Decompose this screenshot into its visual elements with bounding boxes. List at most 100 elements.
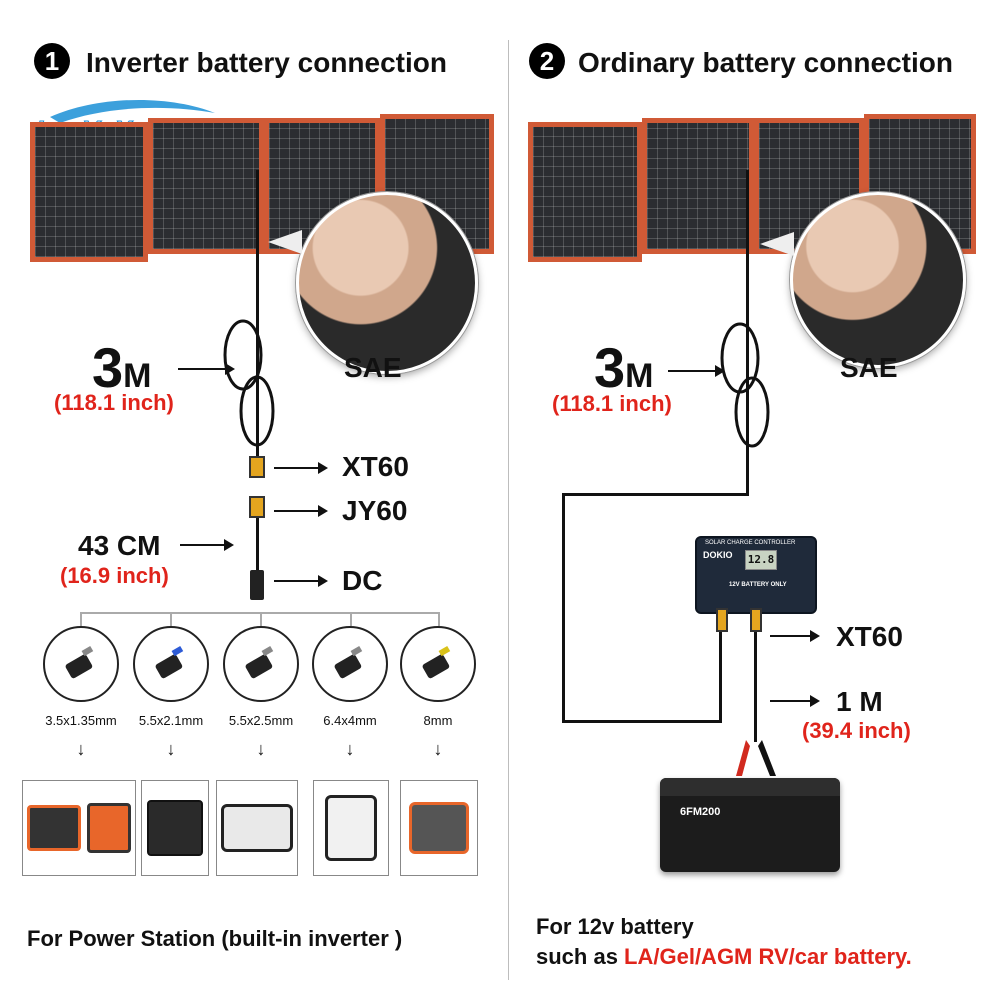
right-section-title: Ordinary battery connection [578, 47, 953, 78]
right-footer-line2: such as LA/Gel/AGM RV/car battery. [536, 944, 912, 970]
controller-output-cable [754, 632, 757, 742]
right-lead-length: 1 M [836, 686, 883, 717]
power-station-icon [27, 805, 81, 851]
right-step-badge: 2 [529, 43, 565, 79]
controller-xt60-connector [716, 608, 728, 632]
left-xt60-connector [249, 456, 265, 478]
right-sae-zoom-photo [790, 192, 966, 368]
left-cable-length: 3M [92, 340, 151, 404]
power-station-photo [400, 780, 478, 876]
right-cable-vertical-left [562, 493, 565, 723]
left-jy60-label: JY60 [342, 495, 408, 526]
solar-cell-panel [148, 118, 264, 254]
left-branch-stub [80, 612, 82, 626]
left-sae-zoom-photo [296, 192, 478, 374]
left-cable-main [256, 170, 259, 470]
right-cable-to-controller [719, 620, 722, 723]
dc-plug-icon [245, 645, 274, 679]
plug-size-label: 8mm [423, 713, 453, 728]
dc-plug-icon [65, 645, 94, 679]
left-dc-arrow [274, 575, 328, 587]
right-footer-highlight: LA/Gel/AGM RV/car battery. [624, 944, 912, 969]
controller-xt60-connector [750, 608, 762, 632]
controller-display-value: 12.8 [747, 553, 775, 566]
plug-tip-5-5x2-5 [223, 626, 299, 702]
plug-tip-5-5x2-1 [133, 626, 209, 702]
left-zoom-pointer [268, 230, 302, 254]
right-sae-label: SAE [840, 352, 898, 383]
controller-brand: DOKIO [703, 550, 733, 560]
right-cable-arrow [668, 365, 725, 377]
down-arrow-icon: ↓ [433, 739, 443, 759]
left-dc-label: DC [342, 565, 383, 596]
right-zoom-pointer [760, 232, 794, 256]
solar-charge-controller: SOLAR CHARGE CONTROLLER DOKIO 12.8 12V B… [695, 536, 817, 614]
left-cable-length-unit: M [123, 357, 152, 395]
left-cable-coil [223, 319, 275, 447]
left-branch-stub [170, 612, 172, 626]
controller-display: 12.8 [745, 550, 777, 570]
left-xt60-label: XT60 [342, 451, 409, 482]
left-solar-panel [30, 114, 494, 262]
section-divider [508, 40, 509, 980]
dc-plug-icon [155, 645, 184, 679]
right-cable-length-value: 3 [594, 336, 626, 399]
right-cable-length: 3M [594, 340, 653, 404]
down-arrow-icon: ↓ [76, 739, 86, 759]
power-station-icon [147, 800, 203, 856]
right-footer-line1: For 12v battery [536, 914, 694, 939]
controller-title: SOLAR CHARGE CONTROLLER [705, 540, 796, 546]
battery-clamps-icon [736, 740, 776, 776]
left-xt60-arrow [274, 462, 328, 474]
dc-plug-icon [422, 645, 451, 679]
right-lead-inch: (39.4 inch) [802, 718, 911, 743]
power-station-icon [325, 795, 377, 861]
left-sae-label: SAE [344, 352, 402, 383]
down-arrow-icon: ↓ [256, 739, 266, 759]
right-cable-horizontal-bottom [562, 720, 722, 723]
left-branch-stub [350, 612, 352, 626]
power-station-photo [141, 780, 209, 876]
left-footer-text: For Power Station (built-in inverter ) [27, 926, 403, 951]
right-cable-inch: (118.1 inch) [552, 391, 672, 416]
left-adapter-cable [256, 518, 259, 578]
plug-size-label: 5.5x2.1mm [138, 713, 204, 728]
power-station-icon [87, 803, 131, 853]
left-jy60-arrow [274, 505, 328, 517]
plug-tip-8mm [400, 626, 476, 702]
battery-top [660, 778, 840, 796]
power-station-icon [409, 802, 469, 854]
power-station-photo [22, 780, 136, 876]
power-station-photo [313, 780, 389, 876]
right-cable-main [746, 170, 749, 495]
plug-size-label: 5.5x2.5mm [228, 713, 294, 728]
left-cable-arrow [178, 363, 235, 375]
dc-plug-icon [334, 645, 363, 679]
right-xt60-label: XT60 [836, 621, 903, 652]
left-cable-inch: (118.1 inch) [54, 390, 174, 415]
left-dc-plug [250, 570, 264, 600]
down-arrow-icon: ↓ [166, 739, 176, 759]
right-cable-horizontal-top [562, 493, 749, 496]
controller-note: 12V BATTERY ONLY [729, 582, 787, 588]
left-step-badge: 1 [34, 43, 70, 79]
solar-cell-panel [528, 122, 642, 262]
plug-tip-6-4x4 [312, 626, 388, 702]
right-xt60-arrow [770, 630, 820, 642]
plug-size-label: 6.4x4mm [323, 713, 377, 728]
left-section-title: Inverter battery connection [86, 47, 447, 78]
left-branch-stub [438, 612, 440, 626]
left-jy60-connector [249, 496, 265, 518]
power-station-icon [221, 804, 293, 852]
right-footer-prefix: such as [536, 944, 625, 969]
left-adapter-inch: (16.9 inch) [60, 563, 169, 588]
left-adapter-arrow [180, 539, 234, 551]
right-cable-length-unit: M [625, 357, 654, 395]
power-station-photo [216, 780, 298, 876]
plug-size-label: 3.5x1.35mm [45, 713, 117, 728]
down-arrow-icon: ↓ [345, 739, 355, 759]
solar-cell-panel [642, 118, 754, 254]
car-battery: 6FM200 [660, 778, 840, 872]
left-adapter-length: 43 CM [78, 530, 161, 561]
battery-brand: 6FM200 [680, 806, 721, 818]
